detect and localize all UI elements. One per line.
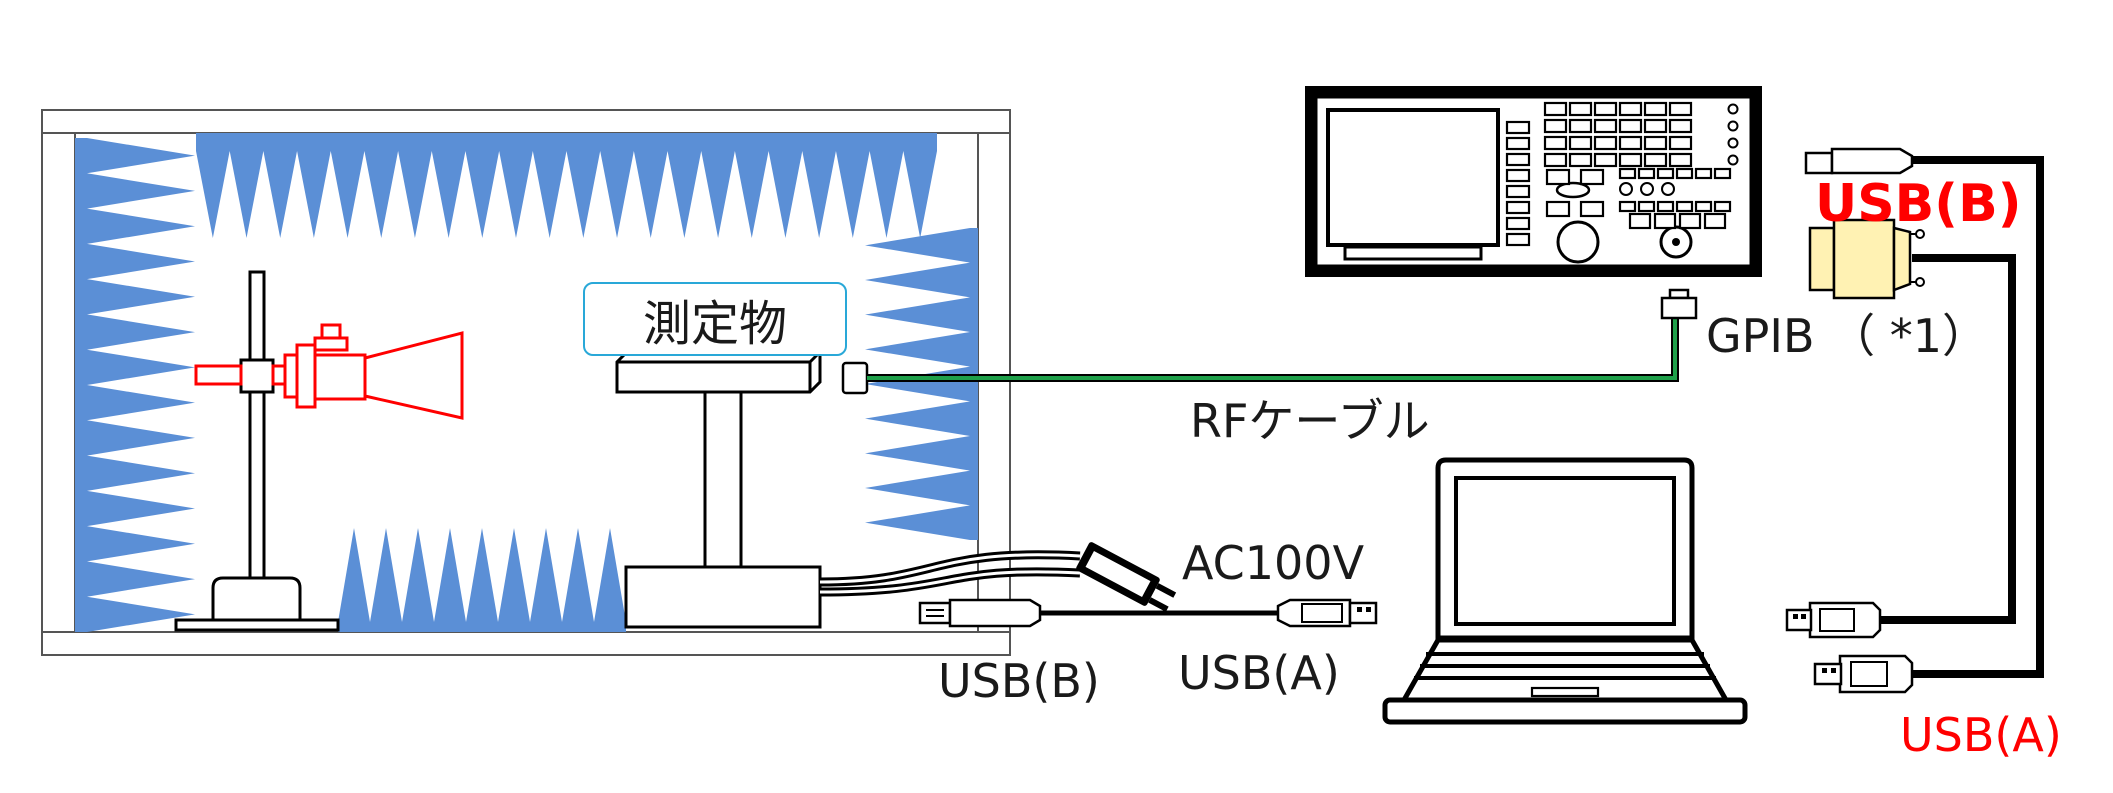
analyzer-key [1593, 101, 1618, 117]
dut-rf-connector [841, 361, 869, 395]
laptop-icon [1382, 457, 1748, 725]
analyzer-key [1637, 200, 1656, 213]
analyzer-key [1668, 135, 1693, 151]
ac-power-label: AC100V [1182, 536, 1365, 590]
analyzer-key [1618, 200, 1637, 213]
antenna-mast [174, 270, 340, 632]
analyzer-key [1579, 168, 1605, 186]
analyzer-key [1618, 152, 1643, 168]
analyzer-key [1568, 101, 1593, 117]
dut-label-box: 測定物 [583, 282, 847, 356]
ac-power-cable [819, 550, 1081, 597]
analyzer-key [1668, 118, 1693, 134]
spectrum-analyzer-icon [1305, 86, 1762, 277]
analyzer-knob-small [1661, 182, 1675, 196]
power-plug-icon [1076, 542, 1177, 612]
gpib-usb-adapter-icon [1808, 218, 1925, 300]
analyzer-key [1543, 101, 1568, 117]
rf-cable-label: RFケーブル [1190, 394, 1430, 448]
analyzer-key [1643, 152, 1668, 168]
analyzer-key [1579, 200, 1605, 218]
laptop-keyboard [1414, 652, 1716, 698]
laptop-touchpad [1530, 686, 1600, 698]
analyzer-key [1543, 152, 1568, 168]
analyzer-key [1675, 167, 1694, 180]
analyzer-key [1668, 152, 1693, 168]
gpib-connector [1660, 288, 1698, 320]
analyzer-softkey [1505, 216, 1531, 231]
analyzer-led [1727, 137, 1739, 149]
analyzer-key [1703, 212, 1727, 230]
analyzer-softkey [1505, 152, 1531, 167]
usb-a-laptop-label: USB(A) [1178, 646, 1340, 700]
analyzer-key [1643, 101, 1668, 117]
analyzer-key [1656, 167, 1675, 180]
analyzer-led [1727, 120, 1739, 132]
analyzer-knob-small [1640, 182, 1654, 196]
analyzer-key [1593, 152, 1618, 168]
analyzer-key [1545, 168, 1571, 186]
analyzer-key [1628, 212, 1652, 230]
analyzer-key [1568, 135, 1593, 151]
absorber-right [865, 228, 978, 540]
usb-cable-right [1804, 147, 2044, 694]
analyzer-key [1643, 118, 1668, 134]
analyzer-softkey [1505, 120, 1531, 135]
analyzer-key [1694, 167, 1713, 180]
analyzer-key [1618, 101, 1643, 117]
usb-b-dut-label: USB(B) [938, 654, 1100, 708]
analyzer-key [1713, 200, 1732, 213]
analyzer-led [1727, 154, 1739, 166]
analyzer-key [1618, 118, 1643, 134]
analyzer-softkey [1505, 184, 1531, 199]
analyzer-key [1593, 135, 1618, 151]
analyzer-key [1618, 135, 1643, 151]
analyzer-softkey [1505, 232, 1531, 247]
analyzer-button-grid [1505, 101, 1739, 247]
usb-b-adapter-label: USB(B) [1815, 174, 2022, 234]
analyzer-key [1543, 135, 1568, 151]
horn-antenna-icon [194, 323, 464, 420]
analyzer-key [1637, 167, 1656, 180]
analyzer-key [1653, 212, 1677, 230]
usb-cable-dut [918, 598, 1378, 628]
analyzer-key [1675, 200, 1694, 213]
rf-absorber-group [75, 133, 978, 632]
gpib-label: GPIB （ *1） [1706, 309, 1989, 363]
analyzer-key [1545, 200, 1571, 218]
analyzer-knob-small [1619, 182, 1633, 196]
analyzer-key [1694, 200, 1713, 213]
analyzer-key [1543, 118, 1568, 134]
dut-label: 測定物 [642, 296, 787, 352]
analyzer-key [1643, 135, 1668, 151]
analyzer-key [1568, 152, 1593, 168]
absorber-bottom [338, 528, 626, 632]
analyzer-key [1593, 118, 1618, 134]
absorber-left [75, 138, 195, 632]
usb-a-adapter-label: USB(A) [1900, 708, 2062, 762]
analyzer-key [1678, 212, 1702, 230]
analyzer-softkey [1505, 168, 1531, 183]
analyzer-key [1656, 200, 1675, 213]
analyzer-softkey [1505, 200, 1531, 215]
analyzer-key [1568, 118, 1593, 134]
gpib-usb-cable [1785, 254, 2016, 639]
analyzer-led [1727, 103, 1739, 115]
dut-table [615, 350, 822, 629]
analyzer-softkey [1505, 136, 1531, 151]
analyzer-key [1618, 167, 1637, 180]
analyzer-key [1668, 101, 1693, 117]
absorber-top [196, 133, 937, 238]
analyzer-key [1713, 167, 1732, 180]
